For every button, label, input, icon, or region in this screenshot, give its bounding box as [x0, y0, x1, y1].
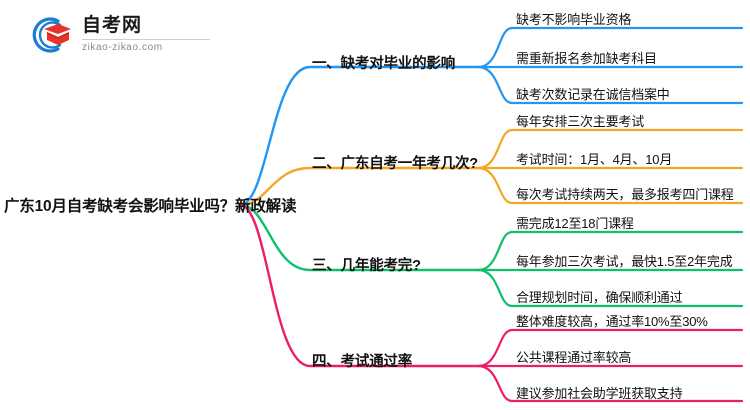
- leaf-node-2-1[interactable]: 每年安排三次主要考试: [516, 114, 645, 129]
- leaf-node-1-2[interactable]: 需重新报名参加缺考科目: [516, 51, 657, 66]
- logo-text: 自考网 zikao-zikao.com: [82, 14, 214, 56]
- leaf-node-1-1[interactable]: 缺考不影响毕业资格: [516, 12, 632, 27]
- logo-divider: [82, 39, 210, 40]
- leaf-node-4-2[interactable]: 公共课程通过率较高: [516, 350, 632, 365]
- leaf-node-2-2[interactable]: 考试时间：1月、4月、10月: [516, 152, 673, 167]
- branch-node-1[interactable]: 一、缺考对毕业的影响: [312, 56, 455, 72]
- leaf-node-1-3[interactable]: 缺考次数记录在诚信档案中: [516, 87, 670, 102]
- branch-node-3[interactable]: 三、几年能考完?: [312, 258, 421, 274]
- graduation-cap-icon: [32, 17, 71, 53]
- root-node[interactable]: 广东10月自考缺考会影响毕业吗？新政解读: [4, 191, 296, 219]
- branch-node-4[interactable]: 四、考试通过率: [312, 354, 413, 370]
- leaf-node-3-1[interactable]: 需完成12至18门课程: [516, 216, 634, 231]
- branch-node-2[interactable]: 二、广东自考一年考几次?: [312, 156, 478, 172]
- leaf-node-3-2[interactable]: 每年参加三次考试，最快1.5至2年完成: [516, 254, 733, 269]
- site-logo: 自考网 zikao-zikao.com: [28, 12, 218, 58]
- leaf-node-3-3[interactable]: 合理规划时间，确保顺利通过: [516, 290, 683, 305]
- logo-title: 自考网: [82, 15, 143, 36]
- leaf-node-2-3[interactable]: 每次考试持续两天，最多报考四门课程: [516, 187, 734, 202]
- leaf-node-4-3[interactable]: 建议参加社会助学班获取支持: [516, 386, 683, 401]
- logo-domain: zikao-zikao.com: [82, 42, 163, 53]
- root-node-label: 广东10月自考缺考会影响毕业吗？新政解读: [4, 198, 297, 215]
- leaf-node-4-1[interactable]: 整体难度较高，通过率10%至30%: [516, 314, 708, 329]
